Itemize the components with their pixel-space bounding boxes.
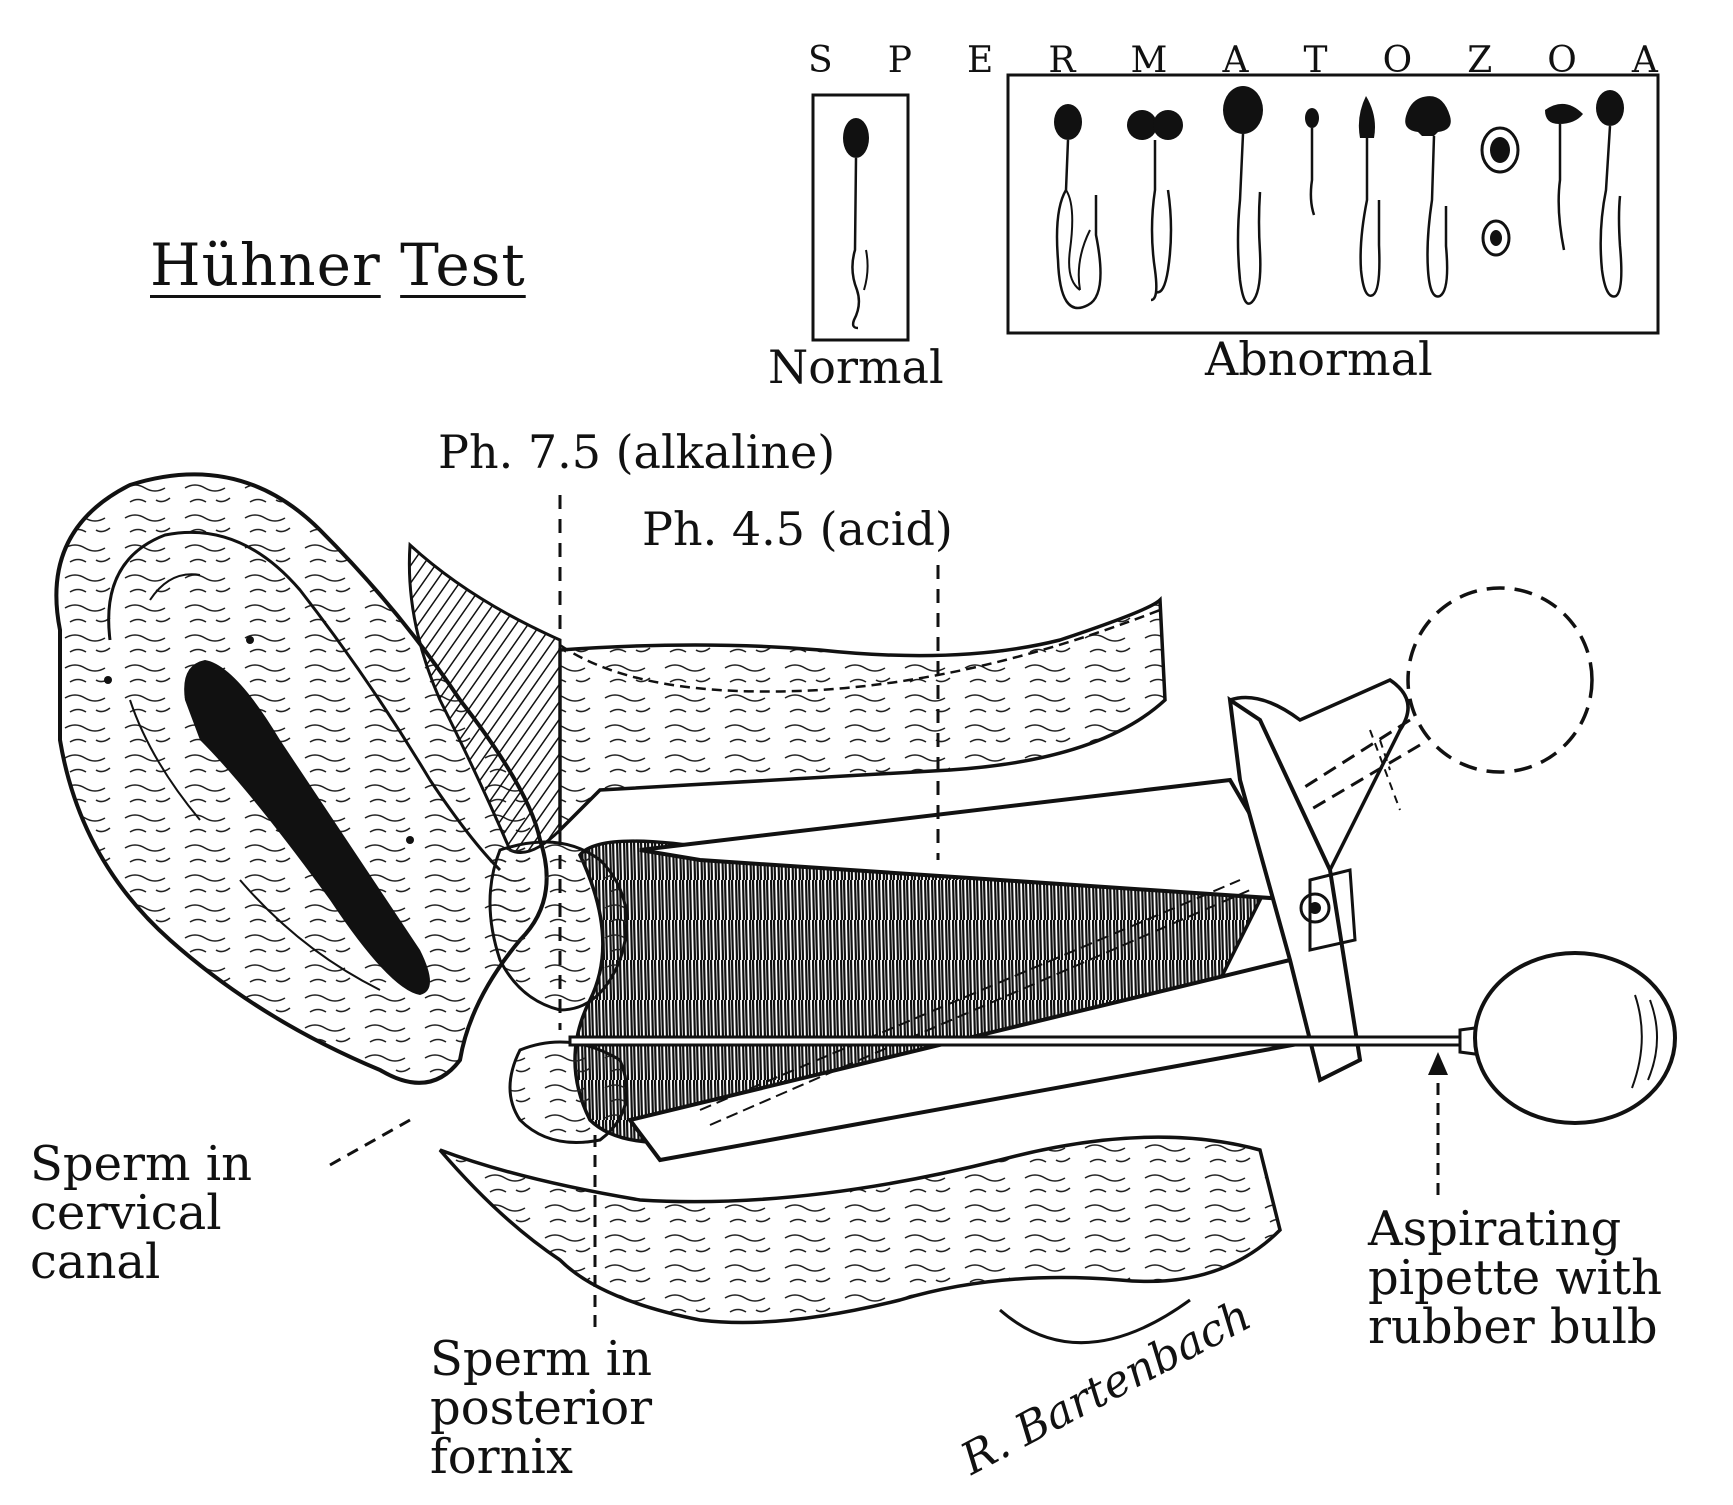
heading-letter: A	[1222, 42, 1248, 80]
sperm-posterior-fornix-label: Sperm in posterior fornix	[430, 1335, 652, 1482]
heading-letter: Z	[1467, 42, 1492, 80]
heading-letter: M	[1131, 42, 1168, 80]
heading-letter: A	[1632, 42, 1658, 80]
heading-letter: O	[1383, 42, 1413, 80]
diagram-title: Hühner Test	[150, 235, 526, 296]
abnormal-label: Abnormal	[1205, 335, 1433, 383]
aspirating-pipette-label: Aspirating pipette with rubber bulb	[1368, 1205, 1662, 1352]
title-word-2: Test	[400, 231, 526, 299]
heading-letter: R	[1048, 42, 1075, 80]
normal-label: Normal	[768, 343, 944, 391]
heading-letter: T	[1304, 42, 1328, 80]
heading-letter: P	[888, 42, 912, 80]
heading-letter: E	[967, 42, 993, 80]
abnormal-sperm-box	[1008, 75, 1658, 333]
spermatozoa-heading: S P E R M A T O Z O A	[808, 42, 1658, 80]
ph-acid-label: Ph. 4.5 (acid)	[642, 505, 953, 553]
uterus	[56, 474, 546, 1083]
title-word-1: Hühner	[150, 231, 381, 299]
heading-letter: O	[1547, 42, 1577, 80]
normal-sperm-box	[813, 95, 908, 340]
rectum-tissue	[440, 1137, 1280, 1343]
sperm-cervical-canal-label: Sperm in cervical canal	[30, 1140, 252, 1287]
heading-letter: S	[808, 42, 833, 80]
rubber-bulb	[1475, 953, 1675, 1123]
ph-alkaline-label: Ph. 7.5 (alkaline)	[438, 428, 835, 476]
